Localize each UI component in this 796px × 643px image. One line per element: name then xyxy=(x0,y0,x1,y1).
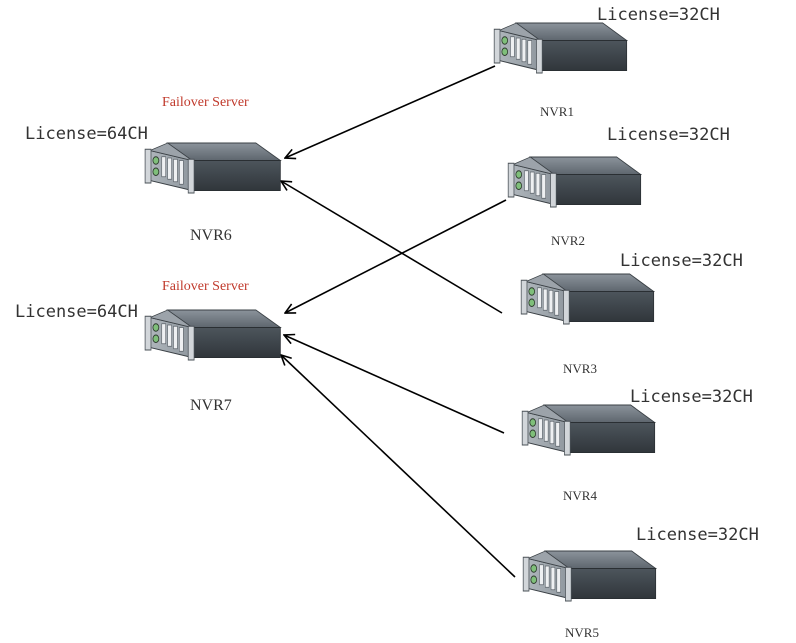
nvr5-server-icon xyxy=(522,550,657,602)
nvr5-name-label: NVR5 xyxy=(565,625,599,640)
nvr2-server-icon xyxy=(507,156,642,208)
nvr3-name-label: NVR3 xyxy=(563,361,597,376)
nvr6-failover-label: Failover Server xyxy=(162,95,249,110)
nvr1-server-icon xyxy=(493,22,628,74)
nvr6-license-label: License=64CH xyxy=(25,124,148,144)
nvr4-server-icon xyxy=(521,404,656,456)
nvr5-license-label: License=32CH xyxy=(636,525,759,545)
nvr3-server-icon xyxy=(520,273,655,325)
nvr4-name-label: NVR4 xyxy=(563,488,597,503)
nvr2-license-label: License=32CH xyxy=(607,125,730,145)
nvr3-license-label: License=32CH xyxy=(620,251,743,271)
arrow-nvr3-to-nvr6 xyxy=(281,181,503,314)
nvr6-server-icon xyxy=(144,142,281,194)
nvr7-failover-label: Failover Server xyxy=(162,279,249,294)
nvr7-server-icon xyxy=(144,309,281,361)
arrow-nvr4-to-nvr7 xyxy=(284,335,505,434)
nvr1-name-label: NVR1 xyxy=(540,104,574,119)
nvr4-license-label: License=32CH xyxy=(630,387,753,407)
nvr1-license-label: License=32CH xyxy=(597,5,720,25)
arrow-nvr1-to-nvr6 xyxy=(285,65,496,158)
nvr2-name-label: NVR2 xyxy=(551,233,585,248)
arrow-nvr5-to-nvr7 xyxy=(281,355,516,578)
nvr7-license-label: License=64CH xyxy=(15,302,138,322)
nvr6-name-label: NVR6 xyxy=(190,227,232,244)
nvr7-name-label: NVR7 xyxy=(190,397,232,414)
arrow-nvr2-to-nvr7 xyxy=(285,199,507,313)
